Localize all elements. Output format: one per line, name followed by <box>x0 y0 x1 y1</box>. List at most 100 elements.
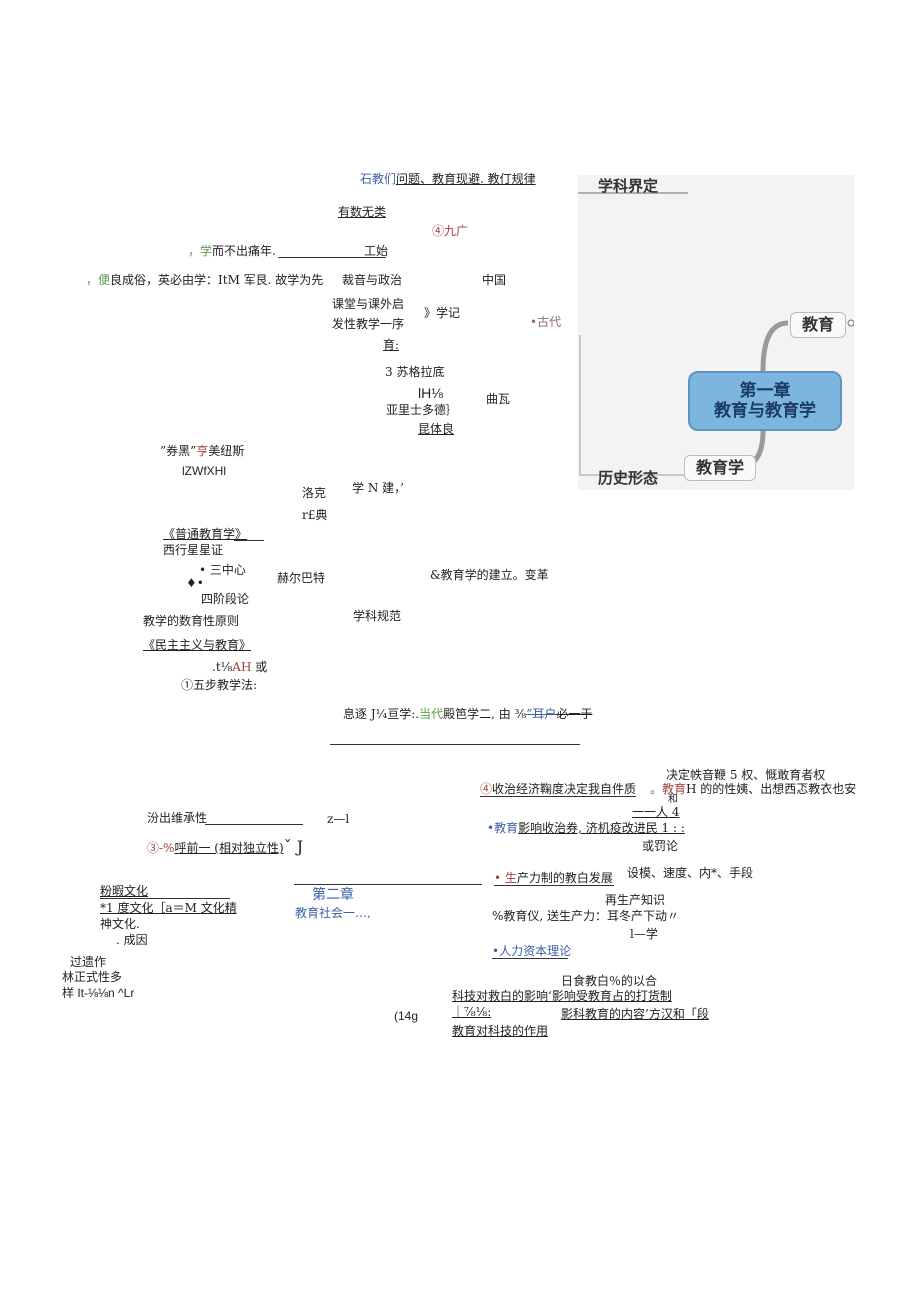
line-continuity: 汾出维承性 <box>147 811 208 825</box>
line-education-nature: 。教育H 的的性姨、出想西忑教衣也安 <box>650 782 856 796</box>
label-discipline-norm: 学科规范 <box>353 609 402 623</box>
mind-map-chapter-box: 第一章 教育与教育学 <box>688 371 842 431</box>
rule-chapter-two <box>294 884 482 885</box>
label-14g: (14g <box>394 1009 419 1023</box>
line-institutional-culture: *1 度文化［a＝M 文化精 <box>100 901 237 915</box>
label-quwa: 曲瓦 <box>486 392 511 406</box>
label-locke: 洛克 <box>302 486 327 500</box>
rule-culture <box>100 898 230 899</box>
label-learning: l—学 <box>630 927 658 941</box>
line-heuristic: 发性教学一序 <box>332 317 404 331</box>
line-tah: .t⅛AH 或 <box>212 660 267 674</box>
line-problems-text: 问题、教育现避. 教仃规律 <box>396 172 536 186</box>
line-tah-c: 或 <box>251 660 268 674</box>
mind-map-chapter-line1: 第一章 <box>739 381 791 401</box>
line-tah-a: .t⅛ <box>212 660 233 674</box>
line-yu: 育: <box>383 338 400 352</box>
line-learning-text: 而不出痛年. <box>212 244 276 258</box>
line-problems: 石教们问题、教育现避. 教仃规律 <box>360 172 536 186</box>
line-political-economy-a: ④ <box>480 782 493 796</box>
line-education-on-tech: 教育对科技的作用 <box>452 1024 549 1038</box>
line-tech-influence: 科技对救白的影响‘影响受教育占的打货制 <box>452 989 672 1003</box>
line-learning-right: 工始 <box>364 244 389 258</box>
line-customs: ，便良成俗，英必由学：ItM 军艮. 故学为先 <box>86 273 323 287</box>
rule-human-capital <box>492 958 568 959</box>
line-establishment: &教育学的建立。变革 <box>430 568 549 582</box>
line-comenius-c: 美纽斯 <box>208 444 245 458</box>
line-human-capital: •人力资本理论 <box>492 944 572 958</box>
mind-map-history: 历史形态 <box>598 469 659 487</box>
line-diverse: 样 It-⅛⅛n ^Lr <box>62 986 135 1000</box>
line-relative-independence-a: ③-% <box>147 841 175 855</box>
mind-map-subject: 学科界定 <box>598 177 659 195</box>
line-problems-prefix: 石教们 <box>360 172 397 186</box>
line-educative-principle: 教学的数育性原则 <box>143 614 240 628</box>
rule-general-pedagogy <box>234 540 264 541</box>
line-politics: 裁音与政治 <box>342 273 403 287</box>
line-learning: ，学而不出痛年. <box>188 244 276 258</box>
line-political-economy: ④收治经济鞠度决定我自件质 <box>480 782 636 796</box>
line-productivity-b: 产力制的教白发展 <box>516 871 613 885</box>
rule-political-economy <box>480 796 636 797</box>
marker-jiuguang: ④九广 <box>432 224 469 238</box>
line-contemporary-d: ”耳户 <box>526 707 557 721</box>
line-spiritual-culture: 神文化. <box>100 917 140 931</box>
line-learning-prefix: ，学 <box>188 244 213 258</box>
line-influence-politics-a: •教育 <box>487 821 519 835</box>
line-political-economy-b: 收治经济鞠度决定我自件质 <box>492 782 637 796</box>
line-education-for-all: 有数无类 <box>338 205 387 219</box>
label-rdian: r£典 <box>302 508 328 522</box>
line-labor-force: %教育仪, 送生产力：耳冬产下动〃 <box>492 909 680 923</box>
line-contemporary: 息逐 J¼亘学:.当代殿笆学二, 由 ⅜”耳户必一于 <box>343 707 592 721</box>
label-causes: . 成因 <box>116 933 148 947</box>
mind-map-node-pedagogy: 教育学 <box>684 455 756 481</box>
line-xixing: 西行星星证 <box>163 543 224 557</box>
line-contemporary-a: 息逐 J¼亘学:. <box>343 707 420 721</box>
label-herbart: 赫尔巴特 <box>277 571 326 585</box>
line-influence-politics: •教育影响收治券, 济机疫改进民 1 : : <box>487 821 685 835</box>
line-xue-n-jian: 学 N 建，’ <box>352 481 404 495</box>
section-divider <box>330 744 580 745</box>
mark-z: z—l <box>327 812 350 826</box>
label-plato: lH⅛ <box>418 385 443 401</box>
line-education-nature-a: 。教育 <box>650 782 687 796</box>
line-relative-independence-b: 呼前一 (相对独立性) <box>174 841 284 855</box>
label-quintilian: 昆体良 <box>418 422 455 436</box>
bullet-diamond: ♦• <box>186 576 204 590</box>
line-comenius-b: 亨 <box>196 444 209 458</box>
label-four-stages: 四阶段论 <box>201 592 250 606</box>
label-china: 中国 <box>482 273 507 287</box>
line-comenius: ”券黑”亨美纽斯 <box>160 444 244 458</box>
line-scale-speed: 设模、速度、内*、手段 <box>627 866 754 880</box>
line-classroom: 课堂与课外启 <box>332 297 405 311</box>
line-influence-politics-b: 影响收治券, 济机疫改进民 1 : : <box>518 821 685 835</box>
line-productivity-a: • 生 <box>494 871 517 885</box>
label-three-centers: • 三中心 <box>199 563 246 577</box>
line-contemporary-e: 必一于 <box>556 707 593 721</box>
line-relative-independence-c: ˇ J <box>283 837 304 856</box>
label-socrates: 3 苏格拉底 <box>385 365 445 379</box>
title-democracy-education: 《民主主义与教育》 <box>143 638 252 652</box>
rule-productivity <box>494 885 614 886</box>
line-productivity: • 生产力制的教白发展 <box>494 871 613 885</box>
label-xueji: 》学记 <box>424 306 461 320</box>
mind-map-chapter-line2: 教育与教育学 <box>714 401 816 421</box>
line-yiyi-ren: 一一人 4 <box>632 805 680 819</box>
line-education-nature-b: H 的的性姨、出想西忑教衣也安 <box>686 782 857 796</box>
line-symbols: ｜⅞⅛: <box>452 1005 492 1019</box>
line-transmission: 过遗作 <box>70 955 107 969</box>
line-heuristic-text: 发性教学一序 <box>332 317 405 331</box>
mind-map-node-education: 教育 <box>790 312 846 338</box>
line-tah-b: AH <box>232 660 252 674</box>
line-relative-independence: ③-%呼前一 (相对独立性)ˇ J <box>147 837 304 856</box>
label-education-society: 教育社会一…, <box>295 906 371 920</box>
label-five-steps: ①五步教学法: <box>181 678 258 692</box>
line-garbled-1: lZWfXHl <box>182 464 226 478</box>
label-ancient: •古代 <box>530 315 562 329</box>
title-general-pedagogy: 《普通教育学》 <box>163 527 248 541</box>
line-culture: 粉暇文化 <box>100 884 149 898</box>
heading-chapter-two: 第二章 <box>312 887 354 903</box>
line-decides-rights: 决定帙音鞭 5 权、慨敢育者权 <box>666 768 826 782</box>
line-forms: 林正式性多 <box>62 970 123 984</box>
label-punishment: 或罚论 <box>642 839 679 853</box>
